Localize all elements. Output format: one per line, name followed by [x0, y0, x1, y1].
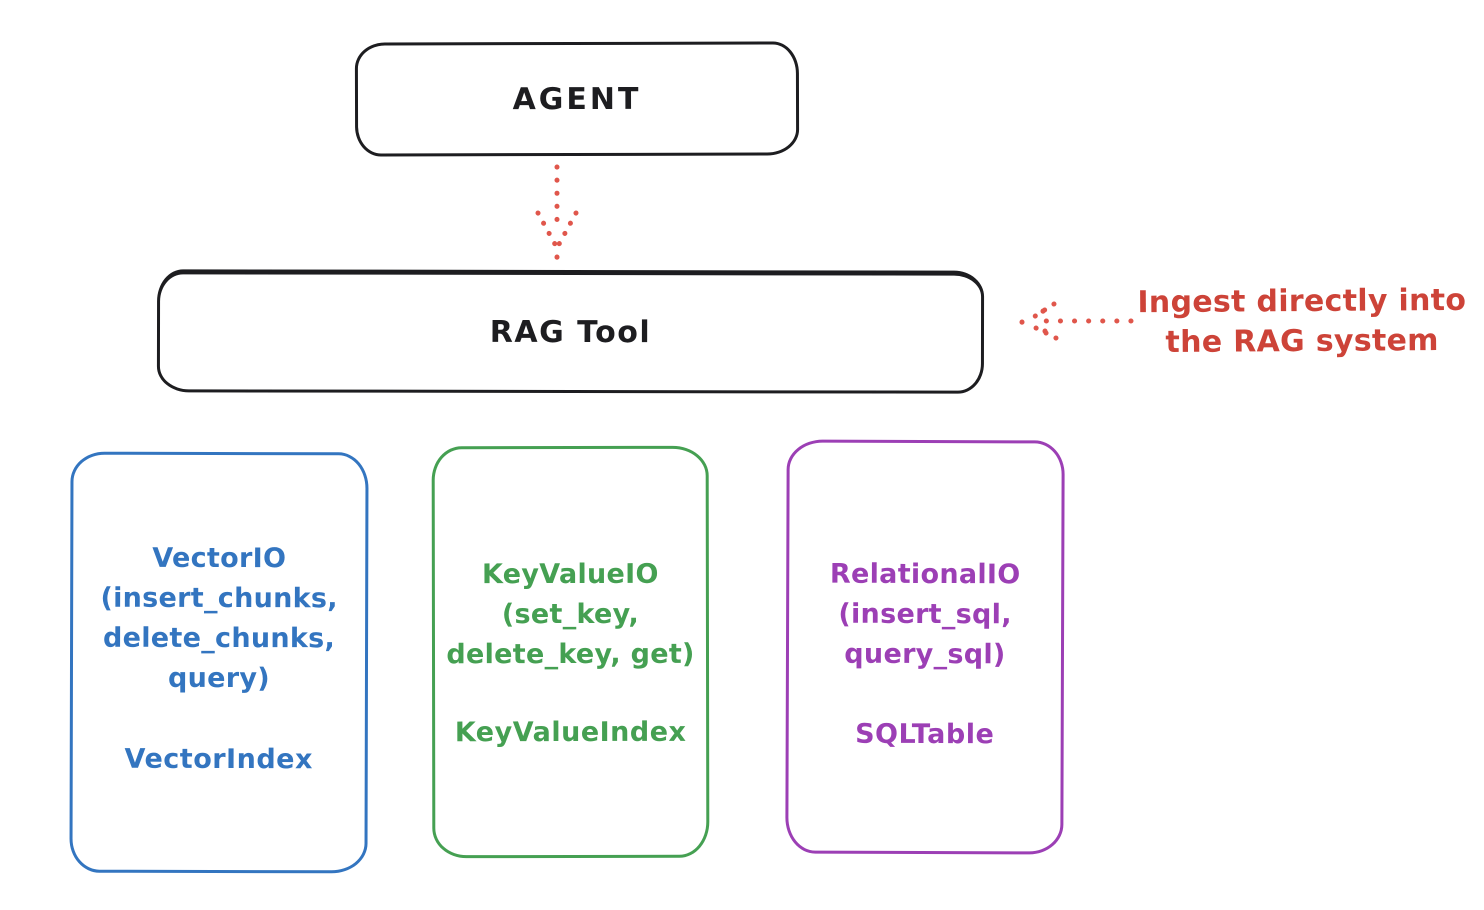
- vector-io-signature: VectorIO (insert_chunks, delete_chunks, …: [73, 539, 365, 700]
- module-line: query): [167, 662, 270, 695]
- module-line: delete_key, get): [446, 638, 695, 671]
- agent-to-rag-arrow-icon: [535, 164, 579, 260]
- ingest-annotation: Ingest directly into the RAG system: [1128, 281, 1477, 363]
- keyvalue-index-label: KeyValueIndex: [454, 716, 687, 749]
- keyvalue-io-signature: KeyValueIO (set_key, delete_key, get): [435, 555, 706, 675]
- module-line: VectorIO: [152, 542, 287, 575]
- keyvalue-io-box: KeyValueIO (set_key, delete_key, get) Ke…: [431, 445, 710, 859]
- vector-index-label: VectorIndex: [124, 743, 313, 776]
- agent-label: AGENT: [512, 81, 642, 117]
- ingest-annotation-line1: Ingest directly into: [1137, 282, 1467, 321]
- ingest-arrow-icon: [1019, 301, 1134, 341]
- vector-io-box: VectorIO (insert_chunks, delete_chunks, …: [69, 451, 369, 874]
- module-line: query_sql): [844, 638, 1006, 671]
- ingest-annotation-line2: the RAG system: [1165, 323, 1439, 360]
- module-line: delete_chunks,: [102, 622, 336, 655]
- sql-table-label: SQLTable: [855, 718, 995, 751]
- agent-node: AGENT: [354, 41, 800, 157]
- rag-tool-node: RAG Tool: [156, 269, 985, 394]
- module-line: (set_key,: [501, 598, 640, 631]
- module-line: RelationalIO: [829, 558, 1021, 591]
- module-line: KeyValueIO: [481, 558, 659, 591]
- module-line: (insert_sql,: [838, 598, 1012, 631]
- relational-io-signature: RelationalIO (insert_sql, query_sql): [789, 555, 1061, 676]
- module-line: (insert_chunks,: [100, 582, 338, 615]
- relational-io-box: RelationalIO (insert_sql, query_sql) SQL…: [785, 439, 1065, 855]
- rag-tool-label: RAG Tool: [489, 314, 652, 351]
